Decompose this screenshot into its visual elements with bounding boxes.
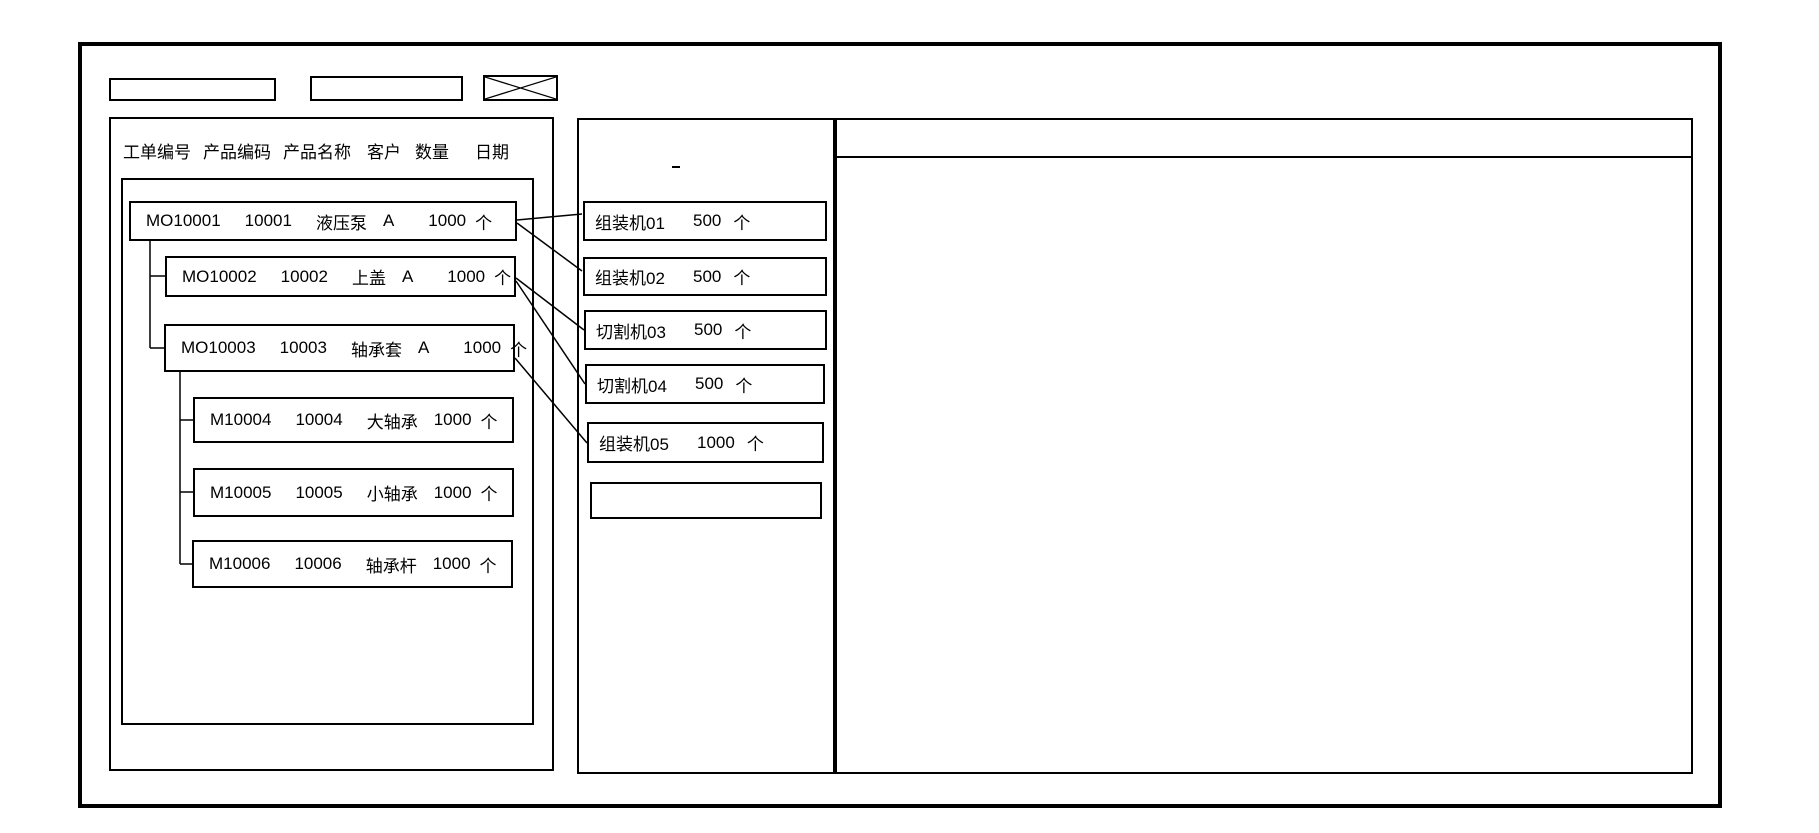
unit: 个 bbox=[479, 556, 497, 576]
machine-unit: 个 bbox=[733, 269, 751, 288]
machine-name: 组装机05 bbox=[599, 435, 669, 454]
machine-name: 切割机03 bbox=[596, 322, 666, 342]
quantity: 1000 bbox=[428, 211, 467, 230]
work-order-row-m10006[interactable]: M10006 10006 轴承杆 1000 个 bbox=[192, 540, 513, 588]
machine-row-02[interactable]: 组装机02 500 个 bbox=[583, 257, 827, 296]
product-code: 10005 bbox=[295, 482, 343, 502]
work-order-tree bbox=[121, 178, 534, 725]
quantity: 1000 bbox=[447, 266, 486, 286]
machine-unit: 个 bbox=[746, 435, 764, 454]
machine-row-05[interactable]: 组装机05 1000 个 bbox=[587, 422, 824, 463]
product-name: 小轴承 bbox=[366, 485, 418, 504]
unit: 个 bbox=[480, 412, 498, 432]
machine-quantity: 500 bbox=[693, 211, 722, 230]
machine-name: 切割机04 bbox=[597, 376, 667, 396]
close-x-icon bbox=[485, 77, 556, 99]
quantity: 1000 bbox=[433, 410, 472, 429]
unit: 个 bbox=[480, 485, 498, 504]
column-header-date: 日期 bbox=[475, 143, 509, 162]
toolbar-input-2[interactable] bbox=[310, 76, 463, 101]
column-header-customer: 客户 bbox=[367, 143, 401, 162]
column-header-product-name: 产品名称 bbox=[283, 143, 351, 162]
work-order-row-mo10002[interactable]: MO10002 10002 上盖 A 1000 个 bbox=[165, 256, 516, 297]
machine-quantity: 500 bbox=[695, 374, 724, 393]
order-id: M10004 bbox=[210, 410, 272, 429]
work-order-row-m10005[interactable]: M10005 10005 小轴承 1000 个 bbox=[193, 468, 514, 517]
machine-unit: 个 bbox=[734, 322, 752, 342]
unit: 个 bbox=[510, 340, 528, 360]
customer: A bbox=[401, 266, 414, 286]
column-header-product-code: 产品编码 bbox=[203, 143, 271, 162]
detail-panel-header-divider bbox=[837, 156, 1691, 158]
machine-slot-empty[interactable] bbox=[590, 482, 822, 519]
product-code: 10003 bbox=[279, 338, 327, 357]
product-name: 上盖 bbox=[351, 269, 386, 288]
customer: A bbox=[382, 211, 395, 230]
machine-row-01[interactable]: 组装机01 500 个 bbox=[583, 201, 827, 241]
column-header-quantity: 数量 bbox=[415, 143, 449, 162]
quantity: 1000 bbox=[433, 482, 472, 502]
product-code: 10001 bbox=[244, 211, 292, 230]
machine-name: 组装机02 bbox=[595, 269, 665, 288]
product-name: 大轴承 bbox=[366, 412, 418, 432]
machine-unit: 个 bbox=[733, 213, 751, 233]
work-order-row-mo10003[interactable]: MO10003 10003 轴承套 A 1000 个 bbox=[164, 324, 527, 372]
order-id: MO10001 bbox=[146, 211, 221, 230]
machine-row-04[interactable]: 切割机04 500 个 bbox=[585, 364, 825, 404]
product-name: 轴承套 bbox=[350, 340, 402, 360]
product-name: 液压泵 bbox=[315, 213, 367, 233]
work-order-row-m10004[interactable]: M10004 10004 大轴承 1000 个 bbox=[193, 397, 514, 443]
product-name: 轴承杆 bbox=[365, 556, 417, 576]
quantity: 1000 bbox=[432, 554, 471, 573]
machine-unit: 个 bbox=[735, 376, 753, 396]
order-id: M10006 bbox=[209, 554, 271, 573]
toolbar-input-1[interactable] bbox=[109, 78, 276, 101]
work-order-row-mo10001[interactable]: MO10001 10001 液压泵 A 1000 个 bbox=[129, 201, 517, 241]
machine-quantity: 500 bbox=[693, 266, 722, 286]
order-id: MO10003 bbox=[181, 338, 256, 357]
machine-quantity: 500 bbox=[694, 320, 723, 339]
dash-mark bbox=[672, 166, 680, 168]
unit: 个 bbox=[494, 269, 512, 288]
close-button[interactable] bbox=[483, 75, 558, 101]
quantity: 1000 bbox=[463, 338, 502, 357]
unit: 个 bbox=[475, 213, 493, 233]
column-header-order-id: 工单编号 bbox=[123, 143, 191, 162]
machine-quantity: 1000 bbox=[697, 432, 735, 452]
product-code: 10006 bbox=[294, 554, 342, 573]
machine-name: 组装机01 bbox=[595, 213, 665, 233]
detail-panel bbox=[835, 118, 1693, 774]
machine-row-03[interactable]: 切割机03 500 个 bbox=[584, 310, 827, 350]
product-code: 10004 bbox=[295, 410, 343, 429]
order-id: MO10002 bbox=[182, 266, 257, 286]
order-id: M10005 bbox=[210, 482, 272, 502]
customer: A bbox=[417, 338, 430, 357]
product-code: 10002 bbox=[280, 266, 328, 286]
